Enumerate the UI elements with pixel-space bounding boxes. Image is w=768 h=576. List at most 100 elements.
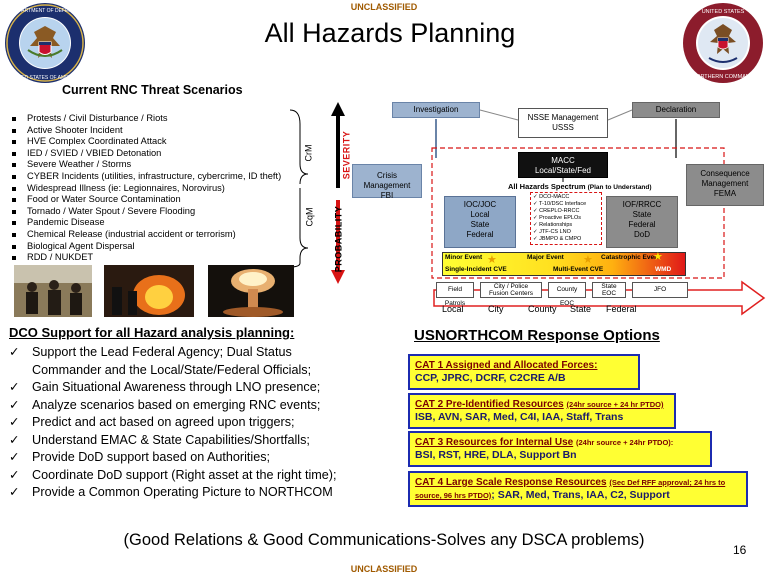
state-eoc-label: State	[601, 283, 617, 290]
probability-label: PROBABILITY	[333, 205, 344, 273]
list-item: ✓Understand EMAC & State Capabilities/Sh…	[9, 432, 337, 450]
list-item-text: Support the Lead Federal Agency; Dual St…	[32, 345, 292, 359]
threat-scenarios-heading: Current RNC Threat Scenarios	[62, 83, 243, 97]
svg-text:UNITED STATES OF AMERICA: UNITED STATES OF AMERICA	[10, 75, 82, 81]
consequence-line1: Consequence	[700, 169, 750, 178]
ioc-label: IOC/JOC	[463, 200, 497, 209]
fusion-centers-label: Fusion Centers	[488, 290, 534, 297]
photo-nuclear-explosion	[208, 265, 294, 317]
svg-text:UNITED STATES: UNITED STATES	[702, 9, 745, 15]
iof-state: State	[632, 210, 652, 219]
cat1-title: CAT 1 Assigned and Allocated Forces:	[415, 360, 598, 371]
classification-top: UNCLASSIFIED	[350, 2, 418, 12]
iof-rrcc-box: IOF/RRCC State Federal DoD	[606, 196, 678, 248]
cqm-label: CqM	[304, 207, 315, 227]
photo-fire	[104, 265, 194, 317]
check-icon: ✓	[9, 485, 20, 499]
threat-scenarios-list: Protests / Civil Disturbance / Riots Act…	[10, 113, 281, 264]
list-item: Commander and the Local/State/Federal Of…	[9, 362, 337, 380]
county-eoc-box: County EOC	[548, 282, 586, 307]
level-local: Local	[442, 304, 464, 314]
list-item-text: Gain Situational Awareness through LNO p…	[32, 380, 321, 394]
city-police-label: City / Police	[493, 283, 529, 290]
ioc-local: Local	[470, 210, 490, 219]
spectrum-note: (Plan to Understand)	[587, 184, 652, 191]
spectrum-title: All Hazards Spectrum (Plan to Understand…	[508, 182, 688, 192]
cat4-title: CAT 4 Large Scale Response Resources	[415, 477, 607, 488]
footer-quote: (Good Relations & Good Communications-So…	[123, 531, 645, 549]
cat2-subtitle: (24hr source + 24 hr PTDO)	[566, 400, 664, 409]
list-item-text: Commander and the Local/State/Federal Of…	[32, 362, 312, 377]
spectrum-title-text: All Hazards Spectrum	[508, 182, 586, 191]
list-item: Active Shooter Incident	[10, 125, 281, 137]
cat1-detail: CCP, JPRC, DCRF, C2CRE A/B	[415, 372, 566, 384]
list-item: Protests / Civil Disturbance / Riots	[10, 113, 281, 125]
ioc-state: State	[470, 220, 490, 229]
list-item: ✓ Gain Situational Awareness through LNO …	[9, 379, 337, 397]
nsse-management-box: NSSE Management USSS	[518, 108, 608, 138]
level-federal: Federal	[606, 304, 637, 314]
list-item: ✓ Provide DoD support based on Authoritie…	[9, 449, 337, 467]
investigation-box: Investigation	[392, 102, 480, 118]
list-item: ✓Support the Lead Federal Agency; Dual S…	[9, 344, 337, 362]
list-item: Severe Weather / Storms	[10, 159, 281, 171]
jfo-box: JFO	[632, 282, 688, 298]
city-police-box: City / Police Fusion Centers	[480, 282, 542, 298]
scenario-brackets	[289, 109, 309, 268]
cat1-box: CAT 1 Assigned and Allocated Forces: CCP…	[408, 354, 640, 390]
iof-dod: DoD	[633, 230, 650, 239]
crisis-agency: FBI	[380, 191, 394, 200]
cat2-title: CAT 2 Pre-Identified Resources	[415, 399, 564, 410]
crisis-label: Crisis Management	[363, 171, 411, 190]
multi-cve-label: Multi-Event CVE	[553, 266, 604, 273]
check-icon: ✓	[9, 450, 20, 464]
department-of-defense-seal: DEPARTMENT OF DEFENSE UNITED STATES OF A…	[5, 3, 85, 83]
ioc-joc-box: IOC/JOC Local State Federal	[444, 196, 516, 248]
response-options-heading: USNORTHCOM Response Options	[414, 327, 660, 344]
cat2-detail: ISB, AVN, SAR, Med, C4I, IAA, Staff, Tra…	[415, 411, 624, 423]
state-eoc-suffix: EOC	[601, 290, 617, 297]
classification-bottom: UNCLASSIFIED	[350, 564, 418, 574]
list-item-text: Provide a Common Operating Picture to NO…	[32, 485, 333, 499]
svg-text:NORTHERN COMMAND: NORTHERN COMMAND	[692, 74, 754, 80]
checklist-item: ✓ Proactive EPLOs	[533, 215, 582, 221]
crisis-management-box: Crisis Management FBI	[352, 164, 422, 200]
list-item-text: Provide DoD support based on Authorities…	[32, 450, 271, 464]
list-item: Chemical Release (industrial accident or…	[10, 229, 281, 241]
severity-probability-arrows	[331, 102, 345, 284]
major-event-label: Major Event	[527, 254, 564, 261]
list-item: CYBER Incidents (utilities, infrastructu…	[10, 171, 281, 183]
nsse-agency: USSS	[552, 123, 574, 132]
checklist-item: ✓ CREPLO-RRCC	[533, 208, 580, 214]
list-item: RDD / NUKDET	[10, 252, 281, 264]
list-item: Biological Agent Dispersal	[10, 241, 281, 253]
nsse-label: NSSE Management	[527, 113, 599, 122]
crm-label: CrM	[303, 144, 314, 162]
state-eoc-box: State EOC	[592, 282, 626, 298]
check-icon: ✓	[9, 380, 20, 394]
list-item-text: Coordinate DoD support (Right asset at t…	[32, 467, 337, 482]
consequence-agency: FEMA	[713, 189, 737, 198]
list-item: Tornado / Water Spout / Severe Flooding	[10, 206, 281, 218]
list-item: Widespread Illness (ie: Legionnaires, No…	[10, 183, 281, 195]
check-icon: ✓	[9, 415, 20, 429]
photo-protest	[14, 265, 92, 317]
dco-support-heading: DCO Support for all Hazard analysis plan…	[9, 325, 295, 340]
cat4-detail: ; SAR, Med, Trans, IAA, C2, Support	[491, 489, 670, 501]
list-item: ✓ Provide a Common Operating Picture to N…	[9, 484, 337, 502]
check-icon: ✓	[9, 432, 20, 447]
consequence-management-box: Consequence Management FEMA	[686, 164, 764, 206]
list-item: HVE Complex Coordinated Attack	[10, 136, 281, 148]
checklist-item: ✓ Relationships	[533, 222, 573, 228]
wmd-label: WMD	[655, 266, 672, 273]
checklist-item: ✓ T-10/DSC Interface	[533, 201, 587, 207]
list-item: Pandemic Disease	[10, 217, 281, 229]
star-icon: ★	[653, 251, 663, 263]
iof-federal: Federal	[628, 220, 656, 229]
level-state: State	[570, 304, 592, 314]
page-title: All Hazards Planning	[264, 18, 516, 48]
ioc-federal: Federal	[466, 230, 494, 239]
spectrum-checklist: ✓ DCO-MACC ✓ T-10/DSC Interface ✓ CREPLO…	[530, 192, 602, 245]
svg-text:DEPARTMENT OF DEFENSE: DEPARTMENT OF DEFENSE	[11, 8, 79, 14]
list-item: ✓Analyze scenarios based on emerging RNC…	[9, 397, 337, 415]
